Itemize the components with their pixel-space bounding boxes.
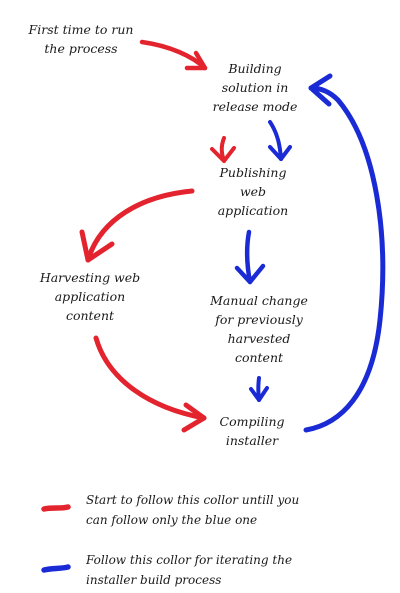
legend-blue-line: Follow this collor for iterating the xyxy=(86,553,293,567)
node-harvest: Harvesting web application content xyxy=(28,268,152,325)
arrow-build-to-publish-blue xyxy=(268,120,292,161)
node-manual-line: for previously xyxy=(215,312,303,327)
arrow-publish-to-manual xyxy=(234,229,266,285)
node-manual-line: harvested xyxy=(227,331,291,346)
node-manual: Manual change for previously harvested c… xyxy=(196,291,322,367)
node-start: First time to run the process xyxy=(14,20,148,58)
arrow-harvest-to-compile xyxy=(93,335,207,433)
node-build: Building solution in release mode xyxy=(200,59,310,116)
node-publish: Publishing web application xyxy=(200,163,306,220)
node-compile-line: installer xyxy=(225,433,279,448)
node-publish-line: application xyxy=(217,203,289,218)
node-publish-line: Publishing xyxy=(219,165,287,180)
legend-red-text: Start to follow this collor untill you c… xyxy=(86,490,299,530)
arrow-build-to-publish-red xyxy=(210,136,236,163)
node-compile: Compiling installer xyxy=(202,412,302,450)
node-start-line: First time to run xyxy=(28,22,134,37)
legend-red-swatch xyxy=(41,504,71,512)
node-start-line: the process xyxy=(44,41,118,56)
arrow-manual-to-compile xyxy=(249,376,269,402)
node-harvest-line: application xyxy=(54,289,126,304)
arrow-compile-to-build-loop xyxy=(303,73,386,433)
node-build-line: solution in xyxy=(221,80,289,95)
node-manual-line: content xyxy=(234,350,284,365)
node-harvest-line: Harvesting web xyxy=(39,270,141,285)
node-build-line: Building xyxy=(228,61,282,76)
legend-blue-line: installer build process xyxy=(86,573,222,587)
arrow-start-to-build xyxy=(139,39,208,71)
legend-blue-text: Follow this collor for iterating the ins… xyxy=(86,550,292,590)
node-publish-line: web xyxy=(239,184,267,199)
legend-red-line: Start to follow this collor untill you xyxy=(86,493,300,507)
node-compile-line: Compiling xyxy=(219,414,285,429)
legend-blue-swatch xyxy=(41,564,71,573)
node-harvest-line: content xyxy=(65,308,115,323)
node-manual-line: Manual change xyxy=(210,293,308,308)
legend-red-line: can follow only the blue one xyxy=(86,513,258,527)
arrow-publish-to-harvest xyxy=(79,188,195,263)
node-build-line: release mode xyxy=(212,99,298,114)
